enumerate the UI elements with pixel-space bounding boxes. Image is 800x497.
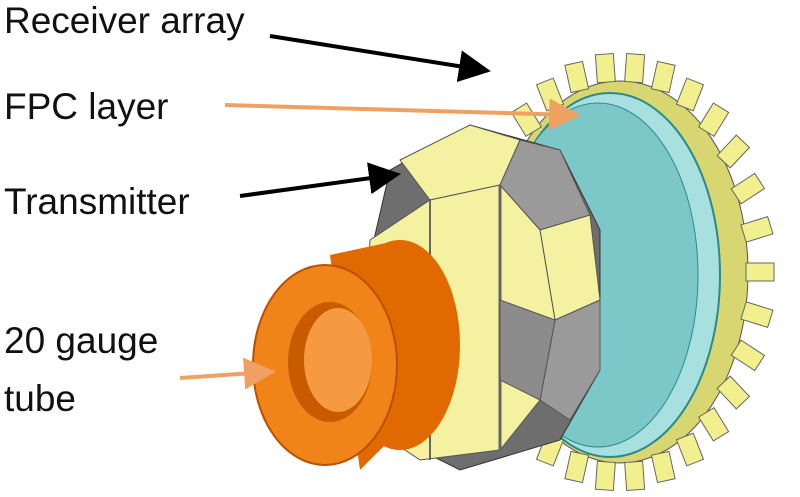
tube	[252, 240, 460, 470]
receiver-element	[730, 339, 766, 372]
receiver-element	[697, 102, 730, 137]
receiver-element	[564, 450, 590, 484]
receiver-element	[675, 77, 705, 112]
label-transmitter: Transmitter	[4, 181, 190, 222]
label-receiver-array: Receiver array	[4, 0, 245, 41]
receiver-element	[594, 52, 616, 84]
label-tube-line1: 20 gauge	[4, 320, 159, 361]
receiver-element	[730, 172, 766, 205]
receiver-element	[535, 77, 565, 112]
label-fpc-layer: FPC layer	[4, 86, 169, 127]
receiver-element	[740, 215, 774, 243]
receiver-element	[716, 134, 751, 169]
fpc-layer-arrow	[224, 98, 581, 131]
receiver-element	[716, 375, 751, 410]
receiver-element	[650, 60, 676, 94]
receiver-element	[740, 301, 774, 329]
receiver-element	[650, 450, 676, 484]
receiver-element	[745, 262, 775, 282]
receiver-element	[594, 460, 616, 492]
label-tube-line2: tube	[4, 378, 77, 419]
receiver-array-arrow	[269, 34, 491, 83]
transmitter-arrow	[239, 162, 401, 198]
receiver-element	[624, 52, 646, 84]
receiver-element	[624, 460, 646, 492]
receiver-element	[675, 432, 705, 467]
receiver-element	[564, 60, 590, 94]
tube-arrow	[179, 357, 276, 390]
receiver-element	[697, 407, 730, 442]
